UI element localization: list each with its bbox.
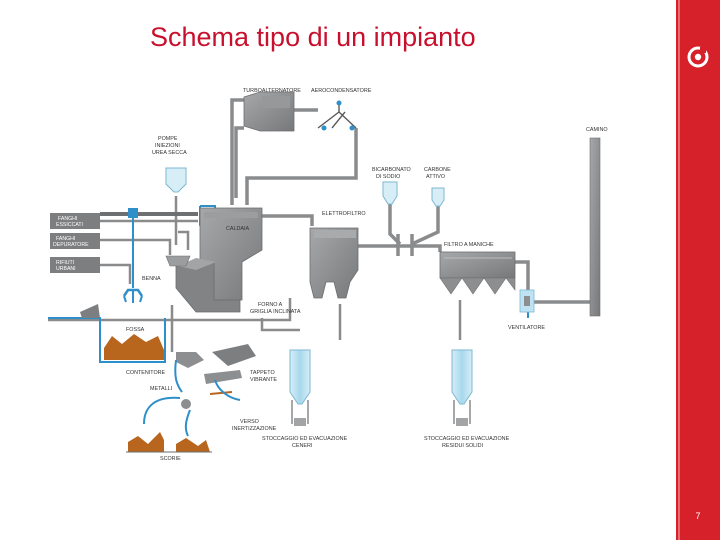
- label-stoccaggio-residui-1: STOCCAGGIO ED EVACUAZIONE: [424, 436, 510, 442]
- bicarbonate-silo: [382, 181, 398, 205]
- label-carbone-1: CARBONE: [424, 167, 451, 173]
- slide-title: Schema tipo di un impianto: [150, 22, 476, 52]
- label-pompe-3: UREA SECCA: [152, 150, 187, 156]
- electrostatic-precipitator: [309, 227, 359, 299]
- activated-carbon-silo: [431, 187, 445, 207]
- label-stoccaggio-ceneri-1: STOCCAGGIO ED EVACUAZIONE: [262, 436, 348, 442]
- unloading-ramp: [80, 304, 100, 318]
- slag-bins: [126, 432, 212, 453]
- label-stoccaggio-ceneri-2: CENERI: [292, 443, 312, 449]
- label-rifiuti-urbani-2: URBANI: [56, 266, 76, 272]
- label-fossa: FOSSA: [126, 327, 145, 333]
- label-fanghi-depuratore-2: DEPURATORE: [53, 242, 89, 248]
- label-verso-1: VERSO: [240, 419, 259, 425]
- label-metalli: METALLI: [150, 386, 172, 392]
- label-pompe-2: INIEZIONI: [155, 143, 180, 149]
- crane-grab: [100, 208, 198, 303]
- right-accent-band: 7: [676, 0, 720, 540]
- label-bicarbonato-1: BICARBONATO: [372, 167, 411, 173]
- chimney: [589, 137, 601, 317]
- flow-arrows: [143, 359, 241, 437]
- label-pompe-1: POMPE: [158, 136, 178, 142]
- label-verso-2: INERTIZZAZIONE: [232, 426, 277, 432]
- waste-inputs: [50, 213, 100, 273]
- label-fanghi-essiccati-1: FANGHI: [58, 216, 77, 222]
- label-benna: BENNA: [142, 276, 161, 282]
- label-rifiuti-urbani-1: RIFIUTI: [56, 260, 74, 266]
- brand-logo-icon: [687, 46, 709, 68]
- process-lines: [48, 196, 462, 352]
- label-elettrofiltro: ELETTROFILTRO: [322, 211, 366, 217]
- band-edge: [678, 0, 680, 540]
- label-contenitore: CONTENITORE: [126, 370, 166, 376]
- label-forno-1: FORNO A: [258, 302, 283, 308]
- label-ventilatore: VENTILATORE: [508, 325, 545, 331]
- waste-pit: [104, 334, 164, 360]
- label-fanghi-essiccati-2: ESSICCATI: [56, 222, 83, 228]
- label-camino: CAMINO: [586, 127, 608, 133]
- label-scorie: SCORIE: [160, 456, 181, 462]
- residue-silo: [451, 349, 473, 426]
- label-tappeto-2: VIBRANTE: [250, 377, 277, 383]
- induced-draft-fan: [519, 289, 535, 313]
- label-tappeto-1: TAPPETO: [250, 370, 275, 376]
- label-fanghi-depuratore-1: FANGHI: [56, 236, 75, 242]
- label-filtro-maniche: FILTRO A MANICHE: [444, 242, 494, 248]
- label-turboalternatore: TURBOALTERNATORE: [243, 88, 301, 94]
- label-carbone-2: ATTIVO: [426, 174, 445, 180]
- inclined-grate-furnace: [175, 258, 241, 313]
- label-aerocondensatore: AEROCONDENSATORE: [311, 88, 372, 94]
- label-stoccaggio-residui-2: RESIDUI SOLIDI: [442, 443, 483, 449]
- urea-injection-unit: [165, 167, 187, 193]
- aerocondenser: [317, 100, 357, 131]
- label-forno-2: GRIGLIA INCLINATA: [250, 309, 301, 315]
- feed-hopper: [165, 255, 191, 267]
- label-caldaia: CALDAIA: [226, 226, 249, 232]
- page-number: 7: [695, 511, 701, 521]
- turboalternator: [243, 91, 295, 132]
- flue-gas-pipes: [230, 98, 590, 304]
- container-conveyor: [176, 344, 256, 409]
- label-bicarbonato-2: DI SODIO: [376, 174, 400, 180]
- diagram-labels: TURBOALTERNATORE AEROCONDENSATORE CAMINO…: [53, 88, 608, 462]
- bag-filter: [439, 251, 516, 295]
- ash-silo: [289, 349, 311, 426]
